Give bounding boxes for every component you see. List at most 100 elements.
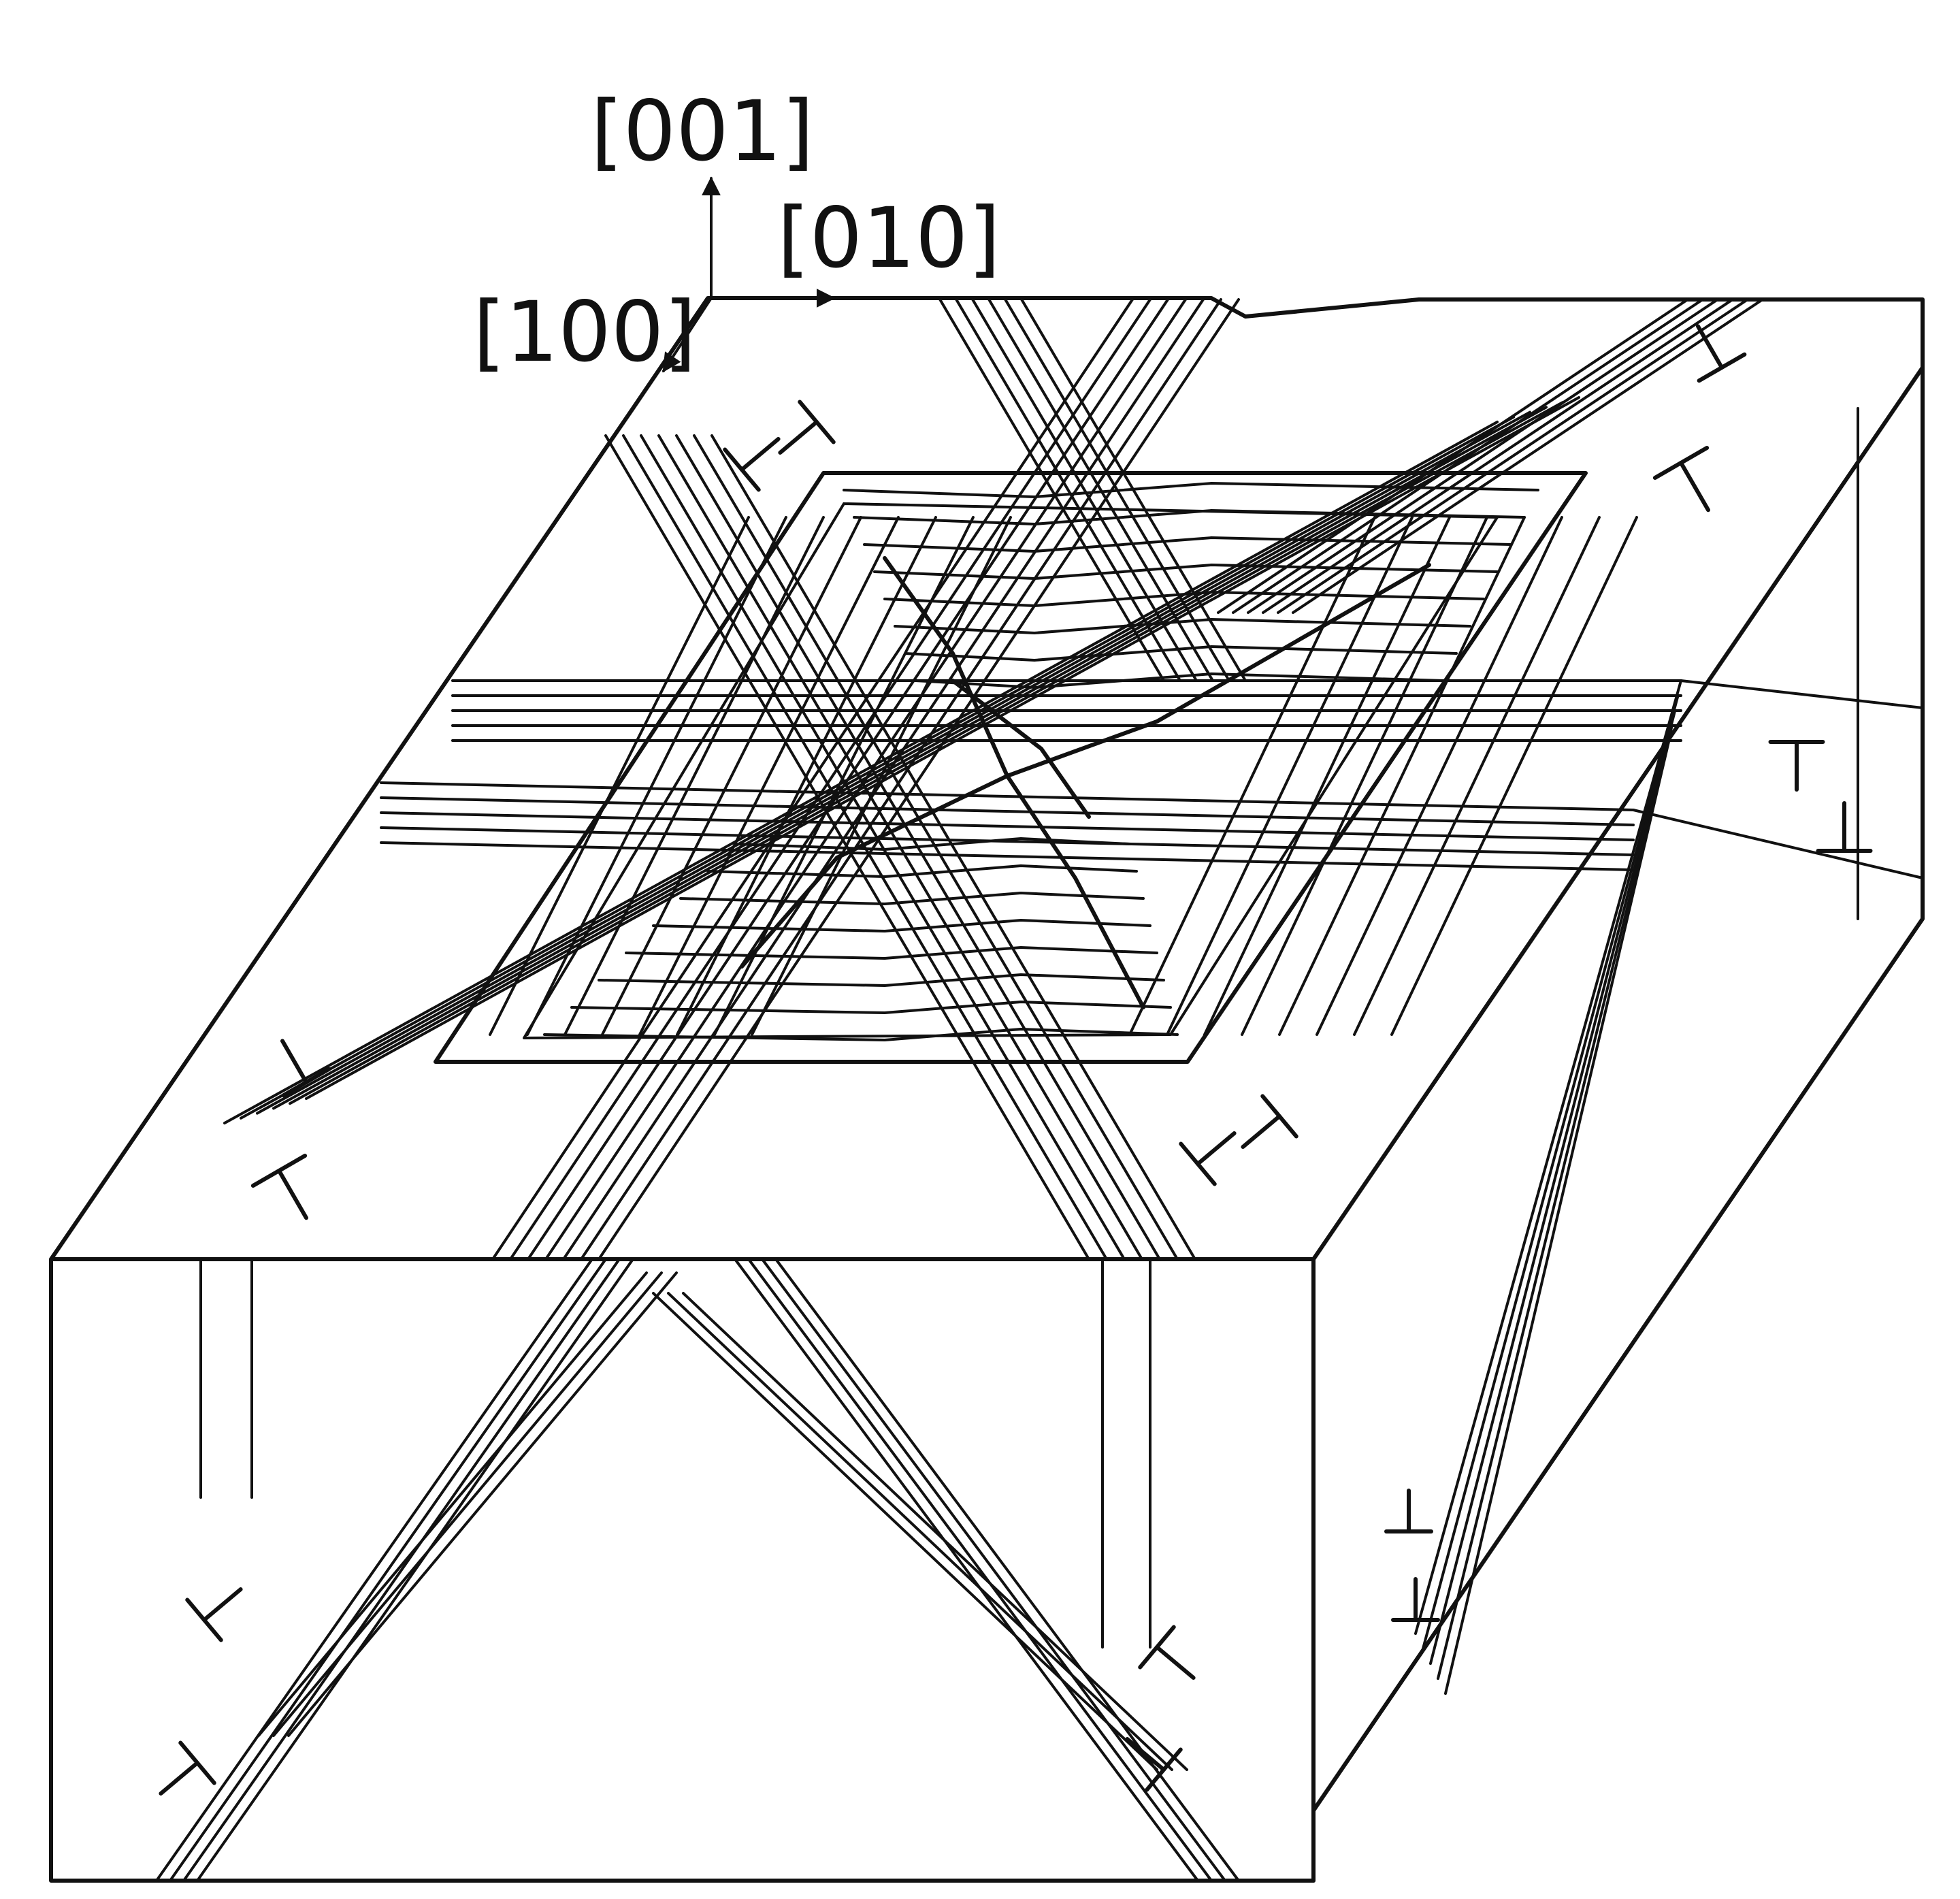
dislocation-symbol bbox=[185, 1597, 223, 1642]
axis-label-100: [100] bbox=[473, 284, 696, 380]
front-cross-line-inner-right bbox=[652, 1292, 1158, 1771]
slip-line-a bbox=[640, 434, 1126, 1261]
rosette-cusp-diag-2 bbox=[1005, 563, 1431, 1009]
rosette-right-col bbox=[1128, 516, 1376, 1036]
front-cross-line-inner-right bbox=[667, 1292, 1173, 1771]
front-cross-line-inner-left bbox=[272, 1271, 663, 1737]
dislocation-symbols bbox=[159, 324, 1873, 1796]
rosette-left-col bbox=[526, 516, 787, 1036]
rosette-lower-row bbox=[652, 919, 1152, 932]
axes-triad: [001] [010] [100] bbox=[473, 83, 1000, 380]
slip-line-c bbox=[509, 298, 1152, 1261]
slip-line-e bbox=[289, 401, 1564, 1105]
rosette-left-col bbox=[676, 516, 937, 1036]
dislocation-symbol bbox=[1196, 1131, 1237, 1166]
dislocation-symbol bbox=[1679, 461, 1710, 513]
front-cross-line-inner-left bbox=[287, 1271, 678, 1737]
slip-line-e bbox=[272, 406, 1548, 1110]
axis-label-010: [010] bbox=[777, 190, 1000, 287]
slip-line-c bbox=[580, 298, 1222, 1261]
crystal-block bbox=[49, 296, 1925, 1883]
rosette-left-col bbox=[564, 516, 825, 1036]
slip-line-a bbox=[693, 434, 1179, 1261]
dislocation-symbol bbox=[1138, 1625, 1176, 1670]
rosette-upper-row bbox=[904, 645, 1458, 662]
rosette-right-col bbox=[1353, 516, 1601, 1036]
rosette-upper-row bbox=[873, 564, 1499, 580]
front-cross-line-right bbox=[774, 1258, 1240, 1882]
rosette-cusp-center bbox=[951, 679, 1091, 819]
rosette-lower-row bbox=[625, 946, 1158, 960]
dislocation-symbol bbox=[277, 1169, 308, 1220]
front-cross-line-left bbox=[155, 1258, 593, 1882]
axis-100-arrow bbox=[662, 297, 713, 373]
rosette-upper-row bbox=[914, 672, 1444, 689]
slip-line-e bbox=[305, 396, 1580, 1100]
dislocation-symbol bbox=[1155, 1645, 1196, 1680]
rosette-right-col bbox=[1278, 516, 1526, 1036]
slip-line-b bbox=[938, 297, 1165, 682]
side-face-line bbox=[1422, 694, 1680, 1650]
side-face-line bbox=[1444, 739, 1671, 1695]
rosette-upper-row bbox=[843, 482, 1539, 498]
dislocation-symbol bbox=[1260, 1094, 1298, 1139]
rosette-lower-row bbox=[598, 973, 1165, 987]
slip-line-e bbox=[256, 410, 1531, 1115]
front-cross-line-inner-left bbox=[257, 1271, 648, 1737]
dislocation-symbol bbox=[740, 437, 781, 472]
dislocation-symbol bbox=[1652, 446, 1710, 480]
slip-line-d bbox=[1247, 298, 1719, 614]
axis-label-001: [001] bbox=[591, 83, 814, 180]
rosette-right-col bbox=[1316, 516, 1563, 1036]
dislocation-symbol bbox=[1697, 352, 1747, 383]
side-face-top-line bbox=[1680, 679, 1924, 709]
side-face-bottom-line bbox=[1632, 809, 1924, 879]
rosette-outer-frame bbox=[434, 471, 1588, 1064]
dislocation-symbol bbox=[1145, 1747, 1183, 1792]
front-cross-line-right bbox=[761, 1258, 1226, 1882]
side-face-line bbox=[1414, 679, 1682, 1635]
slip-line-a bbox=[710, 434, 1196, 1261]
dislocation-symbol bbox=[1696, 324, 1724, 370]
slip-line-h2 bbox=[380, 811, 1635, 841]
rosette-upper-row bbox=[894, 618, 1471, 634]
slip-line-h2 bbox=[380, 841, 1635, 871]
slip-line-bands bbox=[155, 297, 1924, 1882]
slip-line-e bbox=[240, 415, 1515, 1120]
dislocation-symbol bbox=[1125, 1737, 1166, 1772]
indentation-rosette bbox=[434, 471, 1638, 1064]
rosette-inner-frame bbox=[523, 502, 1499, 1039]
rosette-upper-row bbox=[883, 591, 1485, 607]
rosette-left-col bbox=[601, 516, 862, 1036]
front-cross-line-left bbox=[182, 1258, 621, 1882]
front-cross-line-right bbox=[747, 1258, 1213, 1882]
dislocation-symbol bbox=[202, 1587, 243, 1622]
rosette-left-col bbox=[489, 516, 750, 1036]
rosette-right-col bbox=[1203, 516, 1451, 1036]
dislocation-symbol bbox=[280, 1039, 308, 1084]
front-cross-line-left bbox=[169, 1258, 607, 1882]
dislocation-symbol bbox=[723, 447, 761, 492]
rosette-left-col bbox=[751, 516, 1012, 1036]
rosette-right-col bbox=[1241, 516, 1488, 1036]
dislocation-symbol bbox=[250, 1154, 308, 1188]
side-face-line bbox=[1437, 724, 1673, 1680]
dislocation-symbol bbox=[798, 400, 836, 444]
slip-line-c bbox=[598, 298, 1240, 1261]
dislocation-symbol bbox=[281, 1067, 331, 1098]
rosette-right-col bbox=[1390, 516, 1638, 1036]
dislocation-symbol bbox=[778, 420, 819, 455]
dislocation-symbol bbox=[159, 1761, 199, 1796]
slip-line-e bbox=[223, 421, 1499, 1124]
slip-line-h2 bbox=[380, 796, 1635, 826]
slip-line-d bbox=[1292, 298, 1764, 614]
dislocation-symbol bbox=[1241, 1114, 1281, 1149]
front-cross-line-right bbox=[734, 1258, 1199, 1882]
side-face-line bbox=[1429, 709, 1677, 1665]
dislocation-symbol bbox=[178, 1740, 216, 1785]
front-cross-line-left bbox=[196, 1258, 634, 1882]
top-face-outline bbox=[49, 296, 1925, 1883]
rosette-upper-row bbox=[863, 536, 1512, 553]
